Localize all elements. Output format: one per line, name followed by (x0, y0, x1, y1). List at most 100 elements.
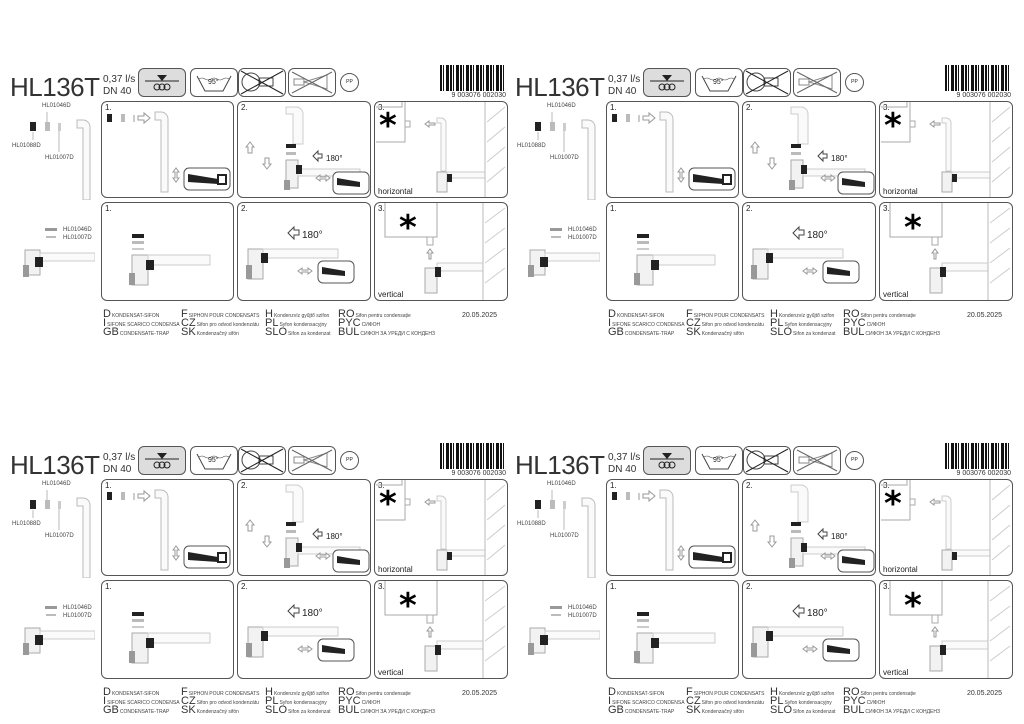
language-entry: PLSyfon kondensacyjny (770, 317, 832, 329)
language-entry: CZSifon pro odvod kondenzátu (686, 317, 764, 329)
step-panel: 2. 180° (742, 202, 876, 301)
step-panel: 1. (101, 101, 234, 198)
svg-text:*: * (884, 106, 902, 146)
step-panel: 3. * horizontal (374, 101, 508, 198)
language-entry: FSIPHON POUR CONDENSATS (181, 686, 260, 698)
orientation-caption: horizontal (378, 187, 413, 196)
orientation-caption: vertical (378, 290, 404, 299)
language-entry: SKKondenzačný sifón (181, 326, 239, 338)
diameter: DN 40 (103, 464, 132, 475)
date: 20.05.2025 (461, 312, 497, 319)
language-entry: ISIFONE SCARICO CONDENSA (608, 695, 685, 707)
siphon-illustration (23, 606, 95, 655)
recycle-pp-icon: PP (340, 73, 359, 92)
step-panel: 1. (606, 101, 739, 198)
part-label: HL01007D (45, 155, 74, 161)
parts-illustration (535, 112, 596, 200)
step-number: 2. (746, 103, 753, 112)
language-entry: GBCONDENSATE-TRAP (103, 326, 170, 338)
step-panel: 1. (101, 580, 234, 679)
flow-rate: 0,37 l/s (608, 452, 641, 463)
step-number: 1. (610, 204, 617, 213)
language-entry: HKondenzvíz gyűjtő szifon (265, 308, 330, 320)
language-entry: PYCСИФОН (338, 317, 381, 329)
language-entry: PLSyfon kondensacyjny (265, 317, 327, 329)
rotation-angle: 180° (807, 608, 828, 619)
step-number: 3. (883, 204, 890, 213)
step-number: 2. (746, 481, 753, 490)
water-drain-icon (138, 446, 186, 475)
part-label: HL01046D (547, 103, 576, 109)
water-drain-icon (643, 68, 691, 97)
step-number: 3. (883, 582, 890, 591)
step-panel: 3. * vertical (879, 202, 1013, 301)
step-number: 1. (105, 204, 112, 213)
language-list: DKONDENSAT-SIFON ISIFONE SCARICO CONDENS… (608, 308, 940, 338)
language-entry: SLOSifon za kondenzat (265, 704, 331, 716)
temperature-icon: 95° (190, 446, 238, 475)
language-list: DKONDENSAT-SIFON ISIFONE SCARICO CONDENS… (103, 686, 435, 716)
language-entry: ROSifon pentru condensație (843, 308, 916, 320)
part-label: HL01046D (42, 103, 71, 109)
rotation-angle: 180° (326, 154, 343, 163)
part-label: HL01007D (63, 613, 92, 619)
step-panel: 2. 180° (742, 479, 876, 576)
no-tool-icon (793, 446, 841, 475)
part-label: HL01088D (12, 143, 41, 149)
recycle-pp-icon: PP (340, 451, 359, 470)
language-list: DKONDENSAT-SIFON ISIFONE SCARICO CONDENS… (103, 308, 435, 338)
language-entry: PLSyfon kondensacyjny (770, 695, 832, 707)
language-entry: GBCONDENSATE-TRAP (608, 326, 675, 338)
language-entry: DKONDENSAT-SIFON (103, 308, 160, 320)
step-number: 1. (610, 582, 617, 591)
language-entry: ISIFONE SCARICO CONDENSA (103, 317, 180, 329)
step-number: 3. (378, 582, 385, 591)
no-tool-icon (793, 68, 841, 97)
step-panel: 3. * vertical (879, 580, 1013, 679)
barcode-number: 9 003076 002030 (956, 92, 1012, 99)
temperature-label: 95° (208, 457, 219, 464)
parts-illustration (30, 490, 91, 578)
product-title: HL136T (10, 72, 100, 102)
language-entry: HKondenzvíz gyűjtő szifon (770, 686, 835, 698)
language-entry: DKONDENSAT-SIFON (608, 686, 665, 698)
language-entry: CZSifon pro odvod kondenzátu (181, 317, 259, 329)
svg-text:*: * (379, 484, 397, 524)
orientation-caption: vertical (883, 668, 909, 677)
step-panel: 1. (101, 202, 234, 301)
part-label: HL01088D (517, 143, 546, 149)
language-entry: SLOSifon za kondenzat (265, 326, 331, 338)
step-panel: 2. 180° (742, 580, 876, 679)
part-label: HL01007D (63, 235, 92, 241)
step-number: 1. (105, 103, 112, 112)
language-entry: BULСИФОН ЗА УРЕДИ С КОНДЕНЗ (338, 326, 435, 338)
flow-rate: 0,37 l/s (103, 452, 136, 463)
no-tool-icon (288, 446, 336, 475)
language-entry: ISIFONE SCARICO CONDENSA (608, 317, 685, 329)
date: 20.05.2025 (966, 312, 1002, 319)
step-number: 1. (610, 103, 617, 112)
language-entry: CZSifon pro odvod kondenzátu (686, 695, 764, 707)
orientation-caption: vertical (883, 290, 909, 299)
step-number: 1. (610, 481, 617, 490)
language-entry: SLOSifon za kondenzat (770, 704, 836, 716)
no-tool-icon (288, 68, 336, 97)
svg-text:*: * (904, 208, 922, 248)
step-number: 2. (241, 204, 248, 213)
orientation-caption: vertical (378, 668, 404, 677)
barcode (945, 65, 1011, 91)
diameter: DN 40 (608, 86, 637, 97)
svg-text:*: * (399, 208, 417, 248)
water-drain-icon (138, 68, 186, 97)
language-entry: FSIPHON POUR CONDENSATS (686, 686, 765, 698)
language-entry: SKKondenzačný sifón (181, 704, 239, 716)
part-label: HL01088D (517, 521, 546, 527)
diameter: DN 40 (608, 464, 637, 475)
step-number: 3. (378, 204, 385, 213)
part-label: HL01088D (12, 521, 41, 527)
diameter: DN 40 (103, 86, 132, 97)
